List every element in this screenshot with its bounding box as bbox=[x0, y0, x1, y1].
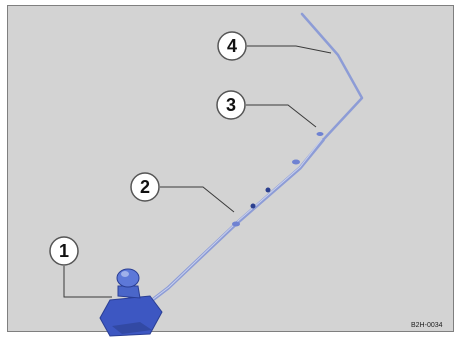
rod-highlight bbox=[143, 138, 323, 307]
callout-circle bbox=[130, 172, 160, 202]
callout-1: 1 bbox=[49, 236, 79, 266]
callout-label: 2 bbox=[140, 177, 150, 197]
base-shadow bbox=[112, 322, 152, 334]
rod-joint-2 bbox=[265, 187, 271, 193]
callout-circle bbox=[49, 236, 79, 266]
rod-collar-2 bbox=[292, 159, 300, 165]
callout-label: 3 bbox=[226, 95, 236, 115]
callout-4: 4 bbox=[217, 31, 247, 61]
callout-3: 3 bbox=[216, 90, 246, 120]
leader-line-2 bbox=[160, 186, 235, 213]
leader-line-3 bbox=[246, 104, 317, 128]
rod-joint-1 bbox=[250, 203, 256, 209]
rod-collar-1 bbox=[232, 221, 240, 227]
base-knob bbox=[116, 268, 140, 288]
reference-code: B2H-0034 bbox=[411, 322, 443, 329]
leader-lines bbox=[63, 45, 332, 298]
callout-2: 2 bbox=[130, 172, 160, 202]
base-column bbox=[117, 285, 141, 299]
rod-upper-segment bbox=[300, 12, 364, 142]
base-component bbox=[99, 268, 163, 337]
callout-circle bbox=[217, 31, 247, 61]
callout-label: 1 bbox=[59, 241, 69, 261]
callout-circle bbox=[216, 90, 246, 120]
rod bbox=[140, 12, 364, 310]
diagram-figure: 1 2 3 4 B2H-0034 bbox=[7, 5, 454, 337]
leader-line-1 bbox=[63, 266, 112, 298]
callout-label: 4 bbox=[227, 36, 237, 56]
rod-collar-3 bbox=[316, 132, 324, 136]
leader-line-4 bbox=[247, 45, 332, 54]
base-knob-highlight bbox=[121, 271, 129, 277]
